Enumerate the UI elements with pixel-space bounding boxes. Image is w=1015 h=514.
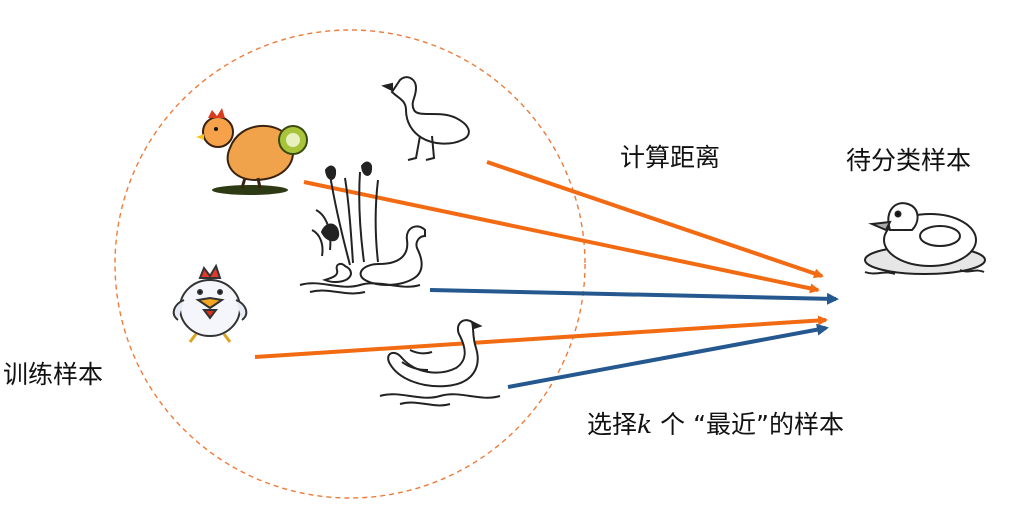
select-suffix: 个 “最近”的样本	[652, 410, 844, 439]
nearest-arrow-swan-family	[429, 288, 839, 305]
duck-float-icon	[864, 202, 986, 275]
training-samples-label: 训练样本	[3, 360, 104, 389]
swan-icon	[379, 319, 501, 407]
sample-to-classify-label: 待分类样本	[846, 146, 972, 175]
nearest-arrow-swan	[507, 323, 829, 389]
distance-arrow-goose	[486, 160, 824, 279]
training-set-circle	[114, 29, 586, 499]
chicken-icon	[196, 108, 308, 195]
chick-icon	[172, 263, 248, 343]
select-k-nearest-label: 选择k 个 “最近”的样本	[587, 405, 844, 441]
select-prefix: 选择	[587, 410, 638, 439]
distance-arrow-chick	[254, 315, 828, 359]
k-variable: k	[637, 410, 653, 439]
distance-arrow-chicken	[303, 180, 820, 294]
goose-icon	[381, 76, 470, 161]
swan-family-icon	[299, 161, 426, 295]
compute-distance-label: 计算距离	[620, 143, 721, 172]
